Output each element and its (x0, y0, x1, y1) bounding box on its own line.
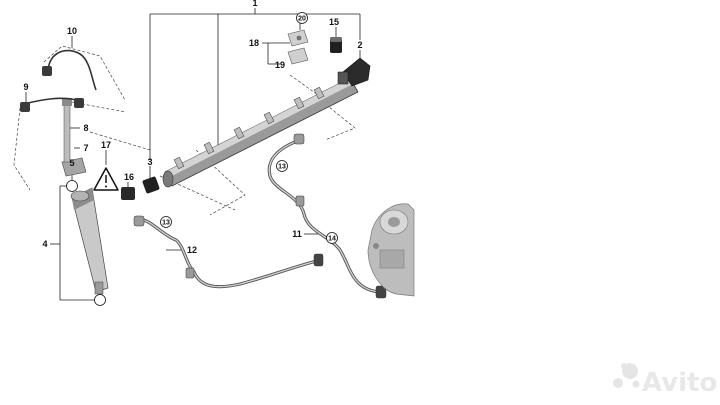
avito-logo-icon (613, 363, 640, 388)
label-8: 8 (83, 123, 88, 133)
dashed-explosion-lines (13, 45, 356, 216)
label-20: 20 (298, 16, 306, 23)
label-13-upper: 13 (278, 164, 286, 171)
seal-cap (121, 187, 135, 200)
plug (330, 37, 342, 53)
watermark-text: Avito (642, 368, 717, 398)
high-pressure-pump (367, 203, 415, 297)
part-labels: 1 2 3 4 5 6 7 8 9 10 11 12 13 13 14 15 1… (23, 0, 363, 306)
label-9: 9 (23, 82, 28, 92)
label-19: 19 (275, 60, 285, 70)
label-11: 11 (292, 229, 302, 239)
wiring-harness (23, 49, 97, 105)
injector (70, 187, 109, 295)
callout-14 (326, 232, 338, 244)
label-14: 14 (328, 236, 336, 243)
holder-brackets (287, 29, 309, 65)
stud-bolt (62, 98, 72, 163)
callout-20 (296, 12, 308, 24)
line-fittings (133, 133, 387, 299)
callout-13-lower (160, 216, 172, 228)
avito-watermark: Avito (613, 363, 717, 398)
callout-6-ring (94, 294, 106, 306)
label-13-lower: 13 (162, 220, 170, 227)
warning-triangle-icon (93, 167, 119, 191)
harness-connectors (20, 66, 84, 112)
label-15: 15 (329, 17, 339, 27)
pressure-sensor (337, 57, 371, 87)
high-pressure-line-pump (267, 138, 381, 294)
label-5: 5 (69, 158, 74, 168)
label-18: 18 (249, 38, 259, 48)
label-3: 3 (147, 157, 152, 167)
label-10: 10 (67, 26, 77, 36)
leader-lines (25, 8, 361, 301)
label-7: 7 (83, 143, 88, 153)
fuel-rail (162, 77, 359, 188)
label-12: 12 (187, 245, 197, 255)
callout-13-upper (276, 160, 288, 172)
label-4: 4 (42, 239, 47, 249)
label-1: 1 (252, 0, 257, 8)
callout-5-ring (66, 180, 78, 192)
label-17: 17 (101, 140, 111, 150)
clamp (61, 157, 87, 177)
end-plug (142, 176, 160, 194)
label-16: 16 (124, 172, 134, 182)
label-2: 2 (357, 40, 362, 50)
